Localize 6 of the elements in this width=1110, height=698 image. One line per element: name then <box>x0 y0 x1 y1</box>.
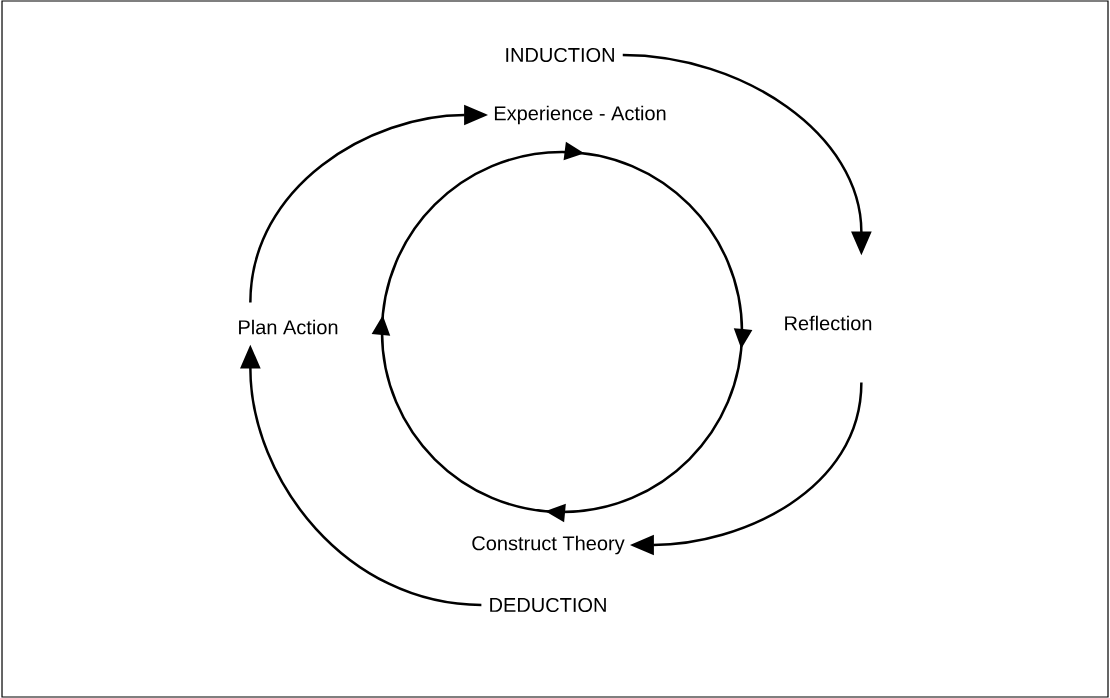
node-label: Plan Action <box>239 319 338 335</box>
node-label: Reflection <box>785 315 872 331</box>
node-label: DEDUCTION <box>490 597 606 613</box>
node-label: Experience - Action <box>494 105 666 125</box>
node-label: INDUCTION <box>506 47 614 63</box>
node-label: Construct Theory <box>472 535 625 555</box>
